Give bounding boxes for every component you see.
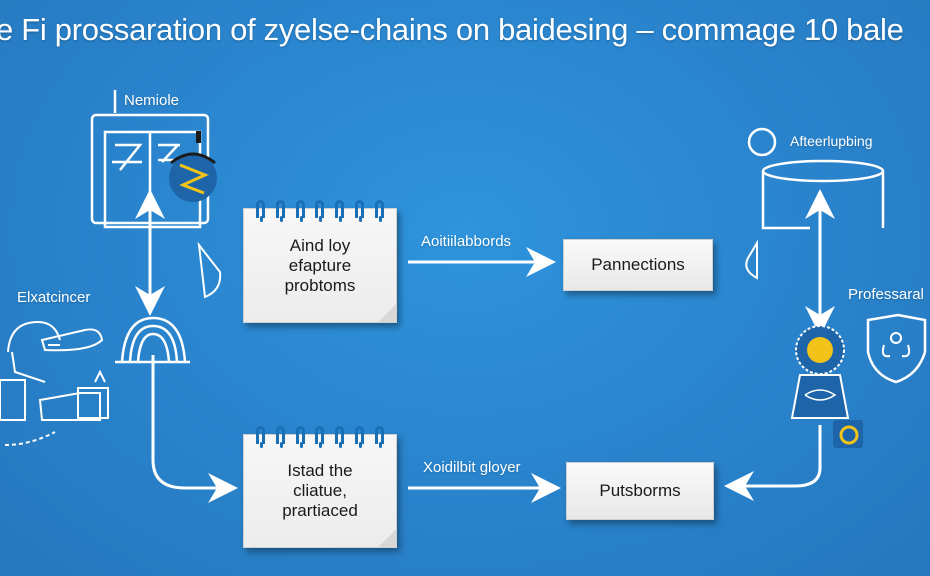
- ring-icon: [315, 200, 325, 222]
- ring-icon: [275, 426, 285, 448]
- ring-icon: [295, 200, 305, 222]
- leaf-sketch-icon: [197, 241, 222, 299]
- ring-icon: [275, 200, 285, 222]
- box-top[interactable]: Pannections: [563, 239, 713, 291]
- arch-icon: [115, 316, 190, 364]
- ring-icon: [374, 426, 384, 448]
- ring-icon: [335, 200, 345, 222]
- page-curl: [378, 529, 396, 547]
- notepad-rings: [256, 426, 384, 448]
- page-curl: [378, 304, 396, 322]
- right-side-label: Professaral: [848, 286, 924, 303]
- frame-icon: [747, 127, 885, 230]
- notepad-bottom[interactable]: Istad the cliatue, prartiaced: [243, 426, 397, 548]
- arrow-top-label: Aoitiilabbords: [421, 233, 512, 250]
- notepad-top[interactable]: Aind loy efapture probtoms: [243, 200, 397, 323]
- notepad-rings: [256, 200, 384, 222]
- ring-icon: [256, 426, 265, 448]
- ring-icon: [355, 200, 365, 222]
- notepad-top-text: Aind loy efapture probtoms: [284, 235, 356, 295]
- ring-icon: [315, 426, 325, 448]
- ring-icon: [355, 426, 365, 448]
- globe-icon: [169, 131, 217, 202]
- engineer-sketch-icon: [0, 320, 109, 446]
- ring-icon: [295, 426, 305, 448]
- ring-icon: [374, 200, 384, 222]
- left-side-label: Elxatcincer: [17, 289, 91, 306]
- leaf-sketch-right-icon: [745, 239, 758, 280]
- ring-icon: [256, 200, 265, 222]
- notepad-bottom-text: Istad the cliatue, prartiaced: [282, 461, 358, 520]
- shield-icon: [866, 313, 927, 384]
- ring-icon: [335, 426, 345, 448]
- arrow-bottom-label: Xoidilbit gloyer: [423, 459, 521, 476]
- box-bottom[interactable]: Putsborms: [566, 462, 714, 520]
- right-return-arrow: [724, 425, 822, 501]
- left-to-bottom-notepad-arrow: [151, 355, 238, 503]
- gear-machine-icon: [790, 325, 863, 448]
- right-top-label: Afteerlupbing: [790, 133, 873, 149]
- left-top-label: Nemiole: [124, 92, 180, 109]
- page-title: e Fi prossaration of zyelse-chains on ba…: [0, 12, 904, 47]
